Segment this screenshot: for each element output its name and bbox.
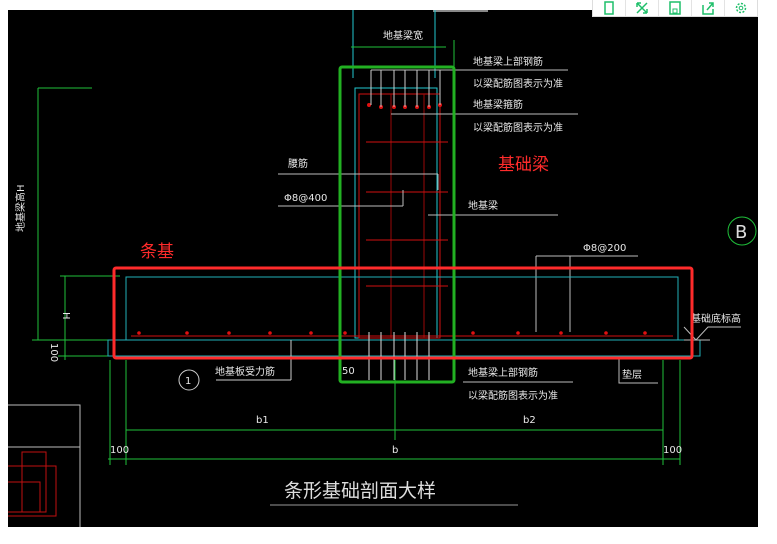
dim-100-left: 100 [48, 343, 59, 362]
strip-foundation-highlight [112, 266, 694, 360]
leader-line [618, 358, 658, 384]
dim-b: b [392, 445, 398, 456]
dim-50: 50 [342, 366, 355, 377]
settings-icon [735, 2, 747, 14]
thumbnail-rebar [5, 481, 41, 513]
beam-stirrup [358, 93, 441, 339]
drawing-svg: 地基梁宽 地基梁上部钢筋 以梁配筋图表示为准 地基梁箍筋 以梁配筋图表示为准 腰… [5, 10, 757, 536]
bottom-rebar-label: 地基梁上部钢筋 [468, 366, 538, 379]
save-button[interactable] [659, 0, 692, 16]
dim-b2: b2 [523, 415, 536, 426]
beam-stirrup-note: 以梁配筋图表示为准 [473, 121, 563, 134]
strip-foundation-outline [125, 276, 679, 340]
save-icon [669, 1, 681, 15]
beam-top-rebar-label: 地基梁上部钢筋 [473, 55, 543, 68]
dim-H: H [60, 312, 71, 320]
slab-rebar-marker: 1 [185, 376, 191, 387]
foundation-beam-annotation: 基础梁 [498, 155, 549, 175]
strip-foundation-annotation: 条基 [140, 242, 174, 262]
foundation-beam-highlight [338, 65, 456, 384]
settings-button[interactable] [725, 0, 757, 16]
share-button[interactable] [692, 0, 725, 16]
tie-bar-spec: Φ8@400 [284, 193, 327, 204]
bottom-elevation-label: 基础底标高 [691, 312, 741, 325]
dim-100-bottom-left: 100 [110, 445, 129, 456]
axis-label: B [735, 222, 747, 243]
fullscreen-icon [636, 2, 648, 14]
bottom-rebar-note: 以梁配筋图表示为准 [468, 389, 558, 402]
beam-width-label: 地基梁宽 [383, 29, 423, 42]
tie-bar-label: 腰筋 [288, 157, 308, 170]
fullscreen-button[interactable] [626, 0, 659, 16]
foundation-height-label: 地基梁高H [14, 184, 27, 232]
phone-icon [604, 1, 614, 15]
slab-rebar-dots [137, 331, 647, 335]
distribution-spec: Φ8@200 [583, 243, 626, 254]
share-icon [702, 2, 714, 15]
rebar-leaders [370, 70, 441, 107]
cushion-label: 垫层 [622, 368, 642, 381]
elevation-symbol [683, 326, 741, 341]
cushion-layer [107, 339, 701, 357]
beam-top-rebar-note: 以梁配筋图表示为准 [473, 77, 563, 90]
bottom-rebar-leaders [368, 332, 430, 380]
dim-100-bottom-right: 100 [663, 445, 682, 456]
thumbnail-rebar [5, 465, 57, 517]
beam-outline [354, 87, 438, 339]
mobile-view-button[interactable] [593, 0, 626, 16]
detail-marker [178, 369, 200, 391]
slab-rebar-label: 地基板受力筋 [215, 365, 275, 378]
drawing-title: 条形基础剖面大样 [284, 480, 436, 502]
dim-b1: b1 [256, 415, 269, 426]
beam-label: 地基梁 [468, 199, 498, 212]
beam-stirrup-label: 地基梁箍筋 [473, 98, 523, 111]
axis-bubble [727, 216, 757, 246]
viewer-toolbar [592, 0, 758, 17]
cad-canvas[interactable]: 地基梁宽 地基梁上部钢筋 以梁配筋图表示为准 地基梁箍筋 以梁配筋图表示为准 腰… [5, 10, 758, 536]
